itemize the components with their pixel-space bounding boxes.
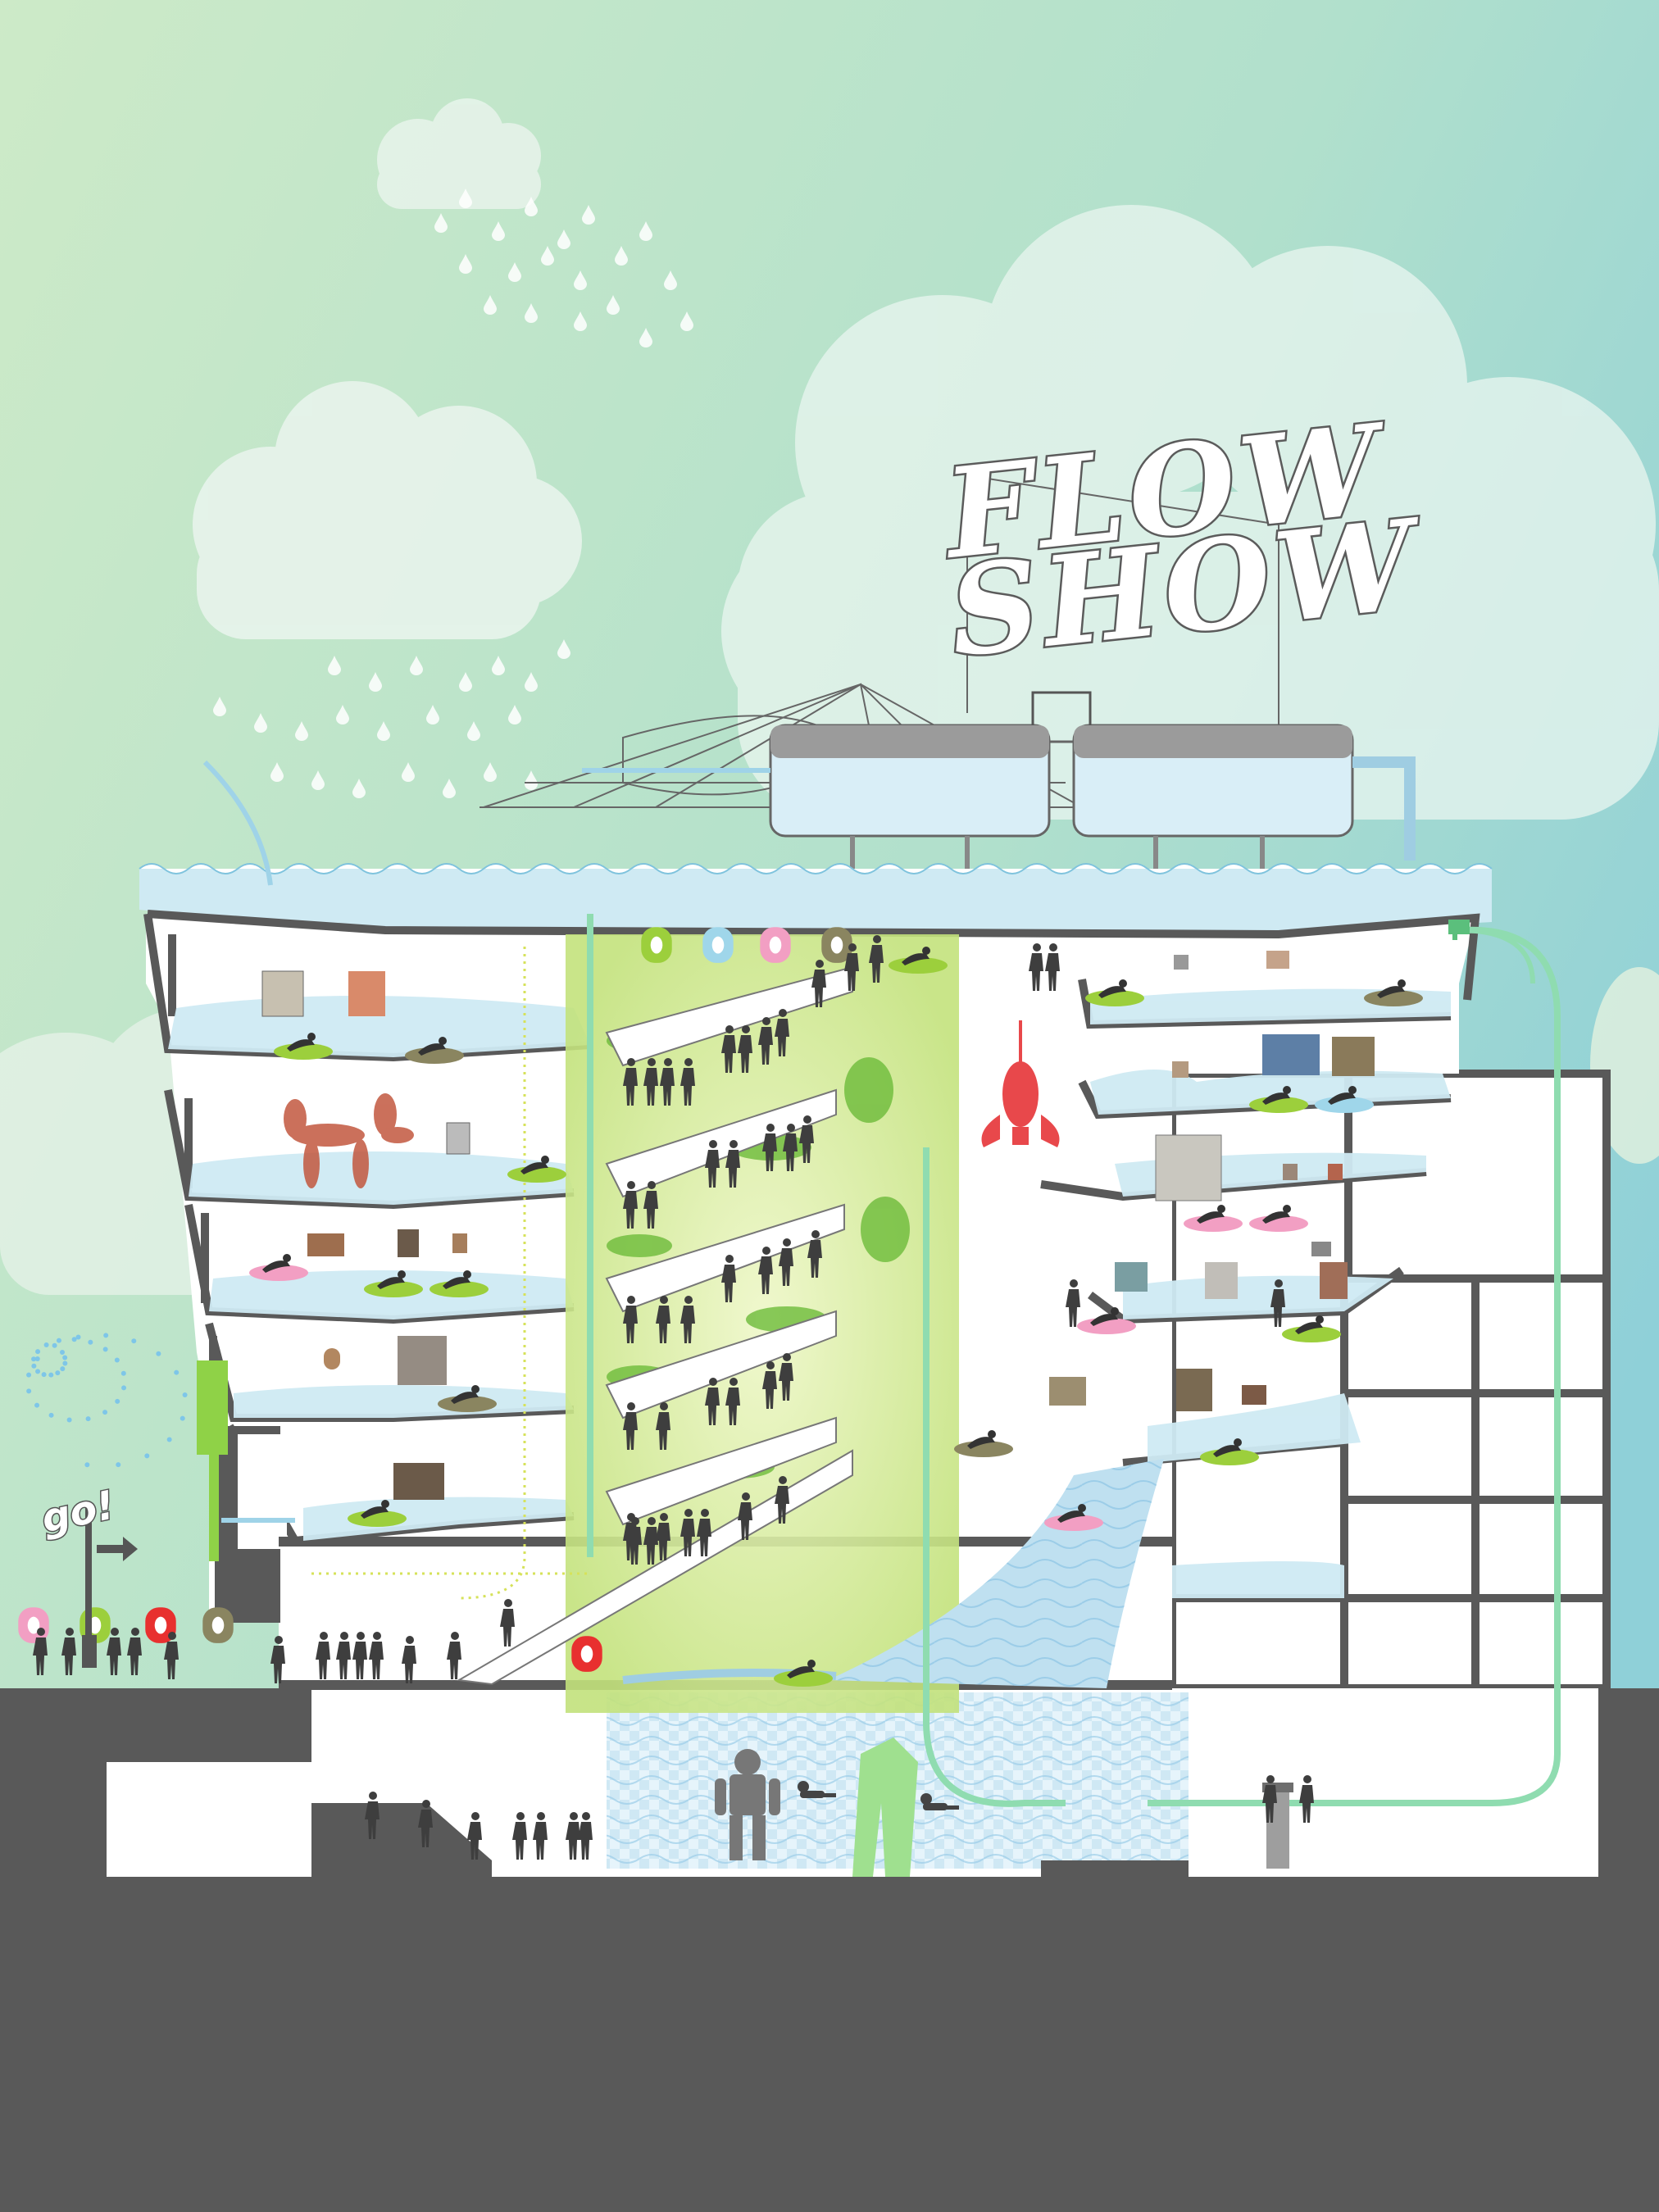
- spray-dots: [26, 1333, 188, 1468]
- float-ring-icon: [641, 927, 672, 963]
- spray-dot: [48, 1372, 54, 1378]
- facade-green-panel: [197, 1360, 228, 1455]
- arrow-right-icon: [97, 1537, 138, 1561]
- spray-dot: [66, 1417, 72, 1423]
- cloud-icon: [377, 98, 541, 209]
- spray-dot: [35, 1349, 41, 1355]
- robot-statue-icon: [715, 1749, 780, 1860]
- spray-dot: [35, 1369, 41, 1374]
- basement: [107, 1688, 1598, 1877]
- spray-dot: [166, 1437, 172, 1442]
- spray-dot: [26, 1372, 32, 1378]
- flow-show-sign: FLOW SHOW: [934, 395, 1433, 688]
- spray-dot: [34, 1402, 40, 1408]
- gallery-artworks: [261, 951, 1375, 1500]
- spray-dot: [174, 1369, 180, 1375]
- spray-dot: [115, 1398, 120, 1404]
- spray-dot: [62, 1355, 68, 1360]
- spray-dot: [71, 1337, 77, 1342]
- stair-terraces: [456, 965, 853, 1686]
- spray-dot: [131, 1338, 137, 1344]
- float-ring-icon: [202, 1607, 234, 1643]
- diver-icon: [920, 1793, 959, 1810]
- lobster-icon: [981, 1020, 1060, 1147]
- green-pipes: [587, 914, 1561, 1807]
- float-ring-icon: [760, 927, 791, 963]
- figures: [18, 927, 1423, 1860]
- spray-dot: [43, 1342, 49, 1348]
- spray-dot: [88, 1339, 93, 1345]
- spray-dot: [103, 1333, 109, 1338]
- spray-dot: [144, 1453, 150, 1459]
- roof-pool: [139, 863, 1493, 934]
- spray-dot: [75, 1334, 81, 1340]
- spray-dot: [26, 1388, 32, 1394]
- float-ring-icon: [702, 927, 734, 963]
- spray-dot: [156, 1351, 161, 1356]
- spray-dot: [116, 1462, 121, 1468]
- diver-icon: [798, 1781, 836, 1798]
- float-ring-icon: [571, 1636, 602, 1672]
- spray-dot: [31, 1356, 37, 1362]
- spray-dot: [120, 1370, 126, 1376]
- blue-pipes: [202, 760, 770, 1523]
- spray-dot: [84, 1462, 90, 1468]
- spray-dot: [41, 1372, 47, 1378]
- spray-dot: [102, 1347, 108, 1352]
- spray-dot: [114, 1357, 120, 1363]
- spray-dot: [180, 1415, 185, 1421]
- green-sculpture-icon: [852, 1737, 918, 1877]
- spray-dot: [102, 1410, 108, 1415]
- spray-dot: [60, 1366, 66, 1372]
- spray-dot: [52, 1342, 57, 1348]
- spray-dot: [31, 1363, 37, 1369]
- spray-dot: [55, 1370, 61, 1376]
- spray-dot: [85, 1416, 91, 1422]
- cloud-icon: [193, 381, 582, 639]
- yellow-dotted-lines: [311, 947, 590, 1600]
- spray-dot: [60, 1350, 65, 1355]
- spray-dot: [48, 1412, 54, 1418]
- balloon-dog-icon: [284, 1093, 414, 1188]
- spray-dot: [182, 1392, 188, 1397]
- spray-dot: [121, 1385, 127, 1391]
- spray-dot: [62, 1360, 68, 1366]
- faucet-icon: [1448, 920, 1470, 940]
- spray-dot: [56, 1338, 61, 1343]
- spray-dot: [34, 1356, 40, 1362]
